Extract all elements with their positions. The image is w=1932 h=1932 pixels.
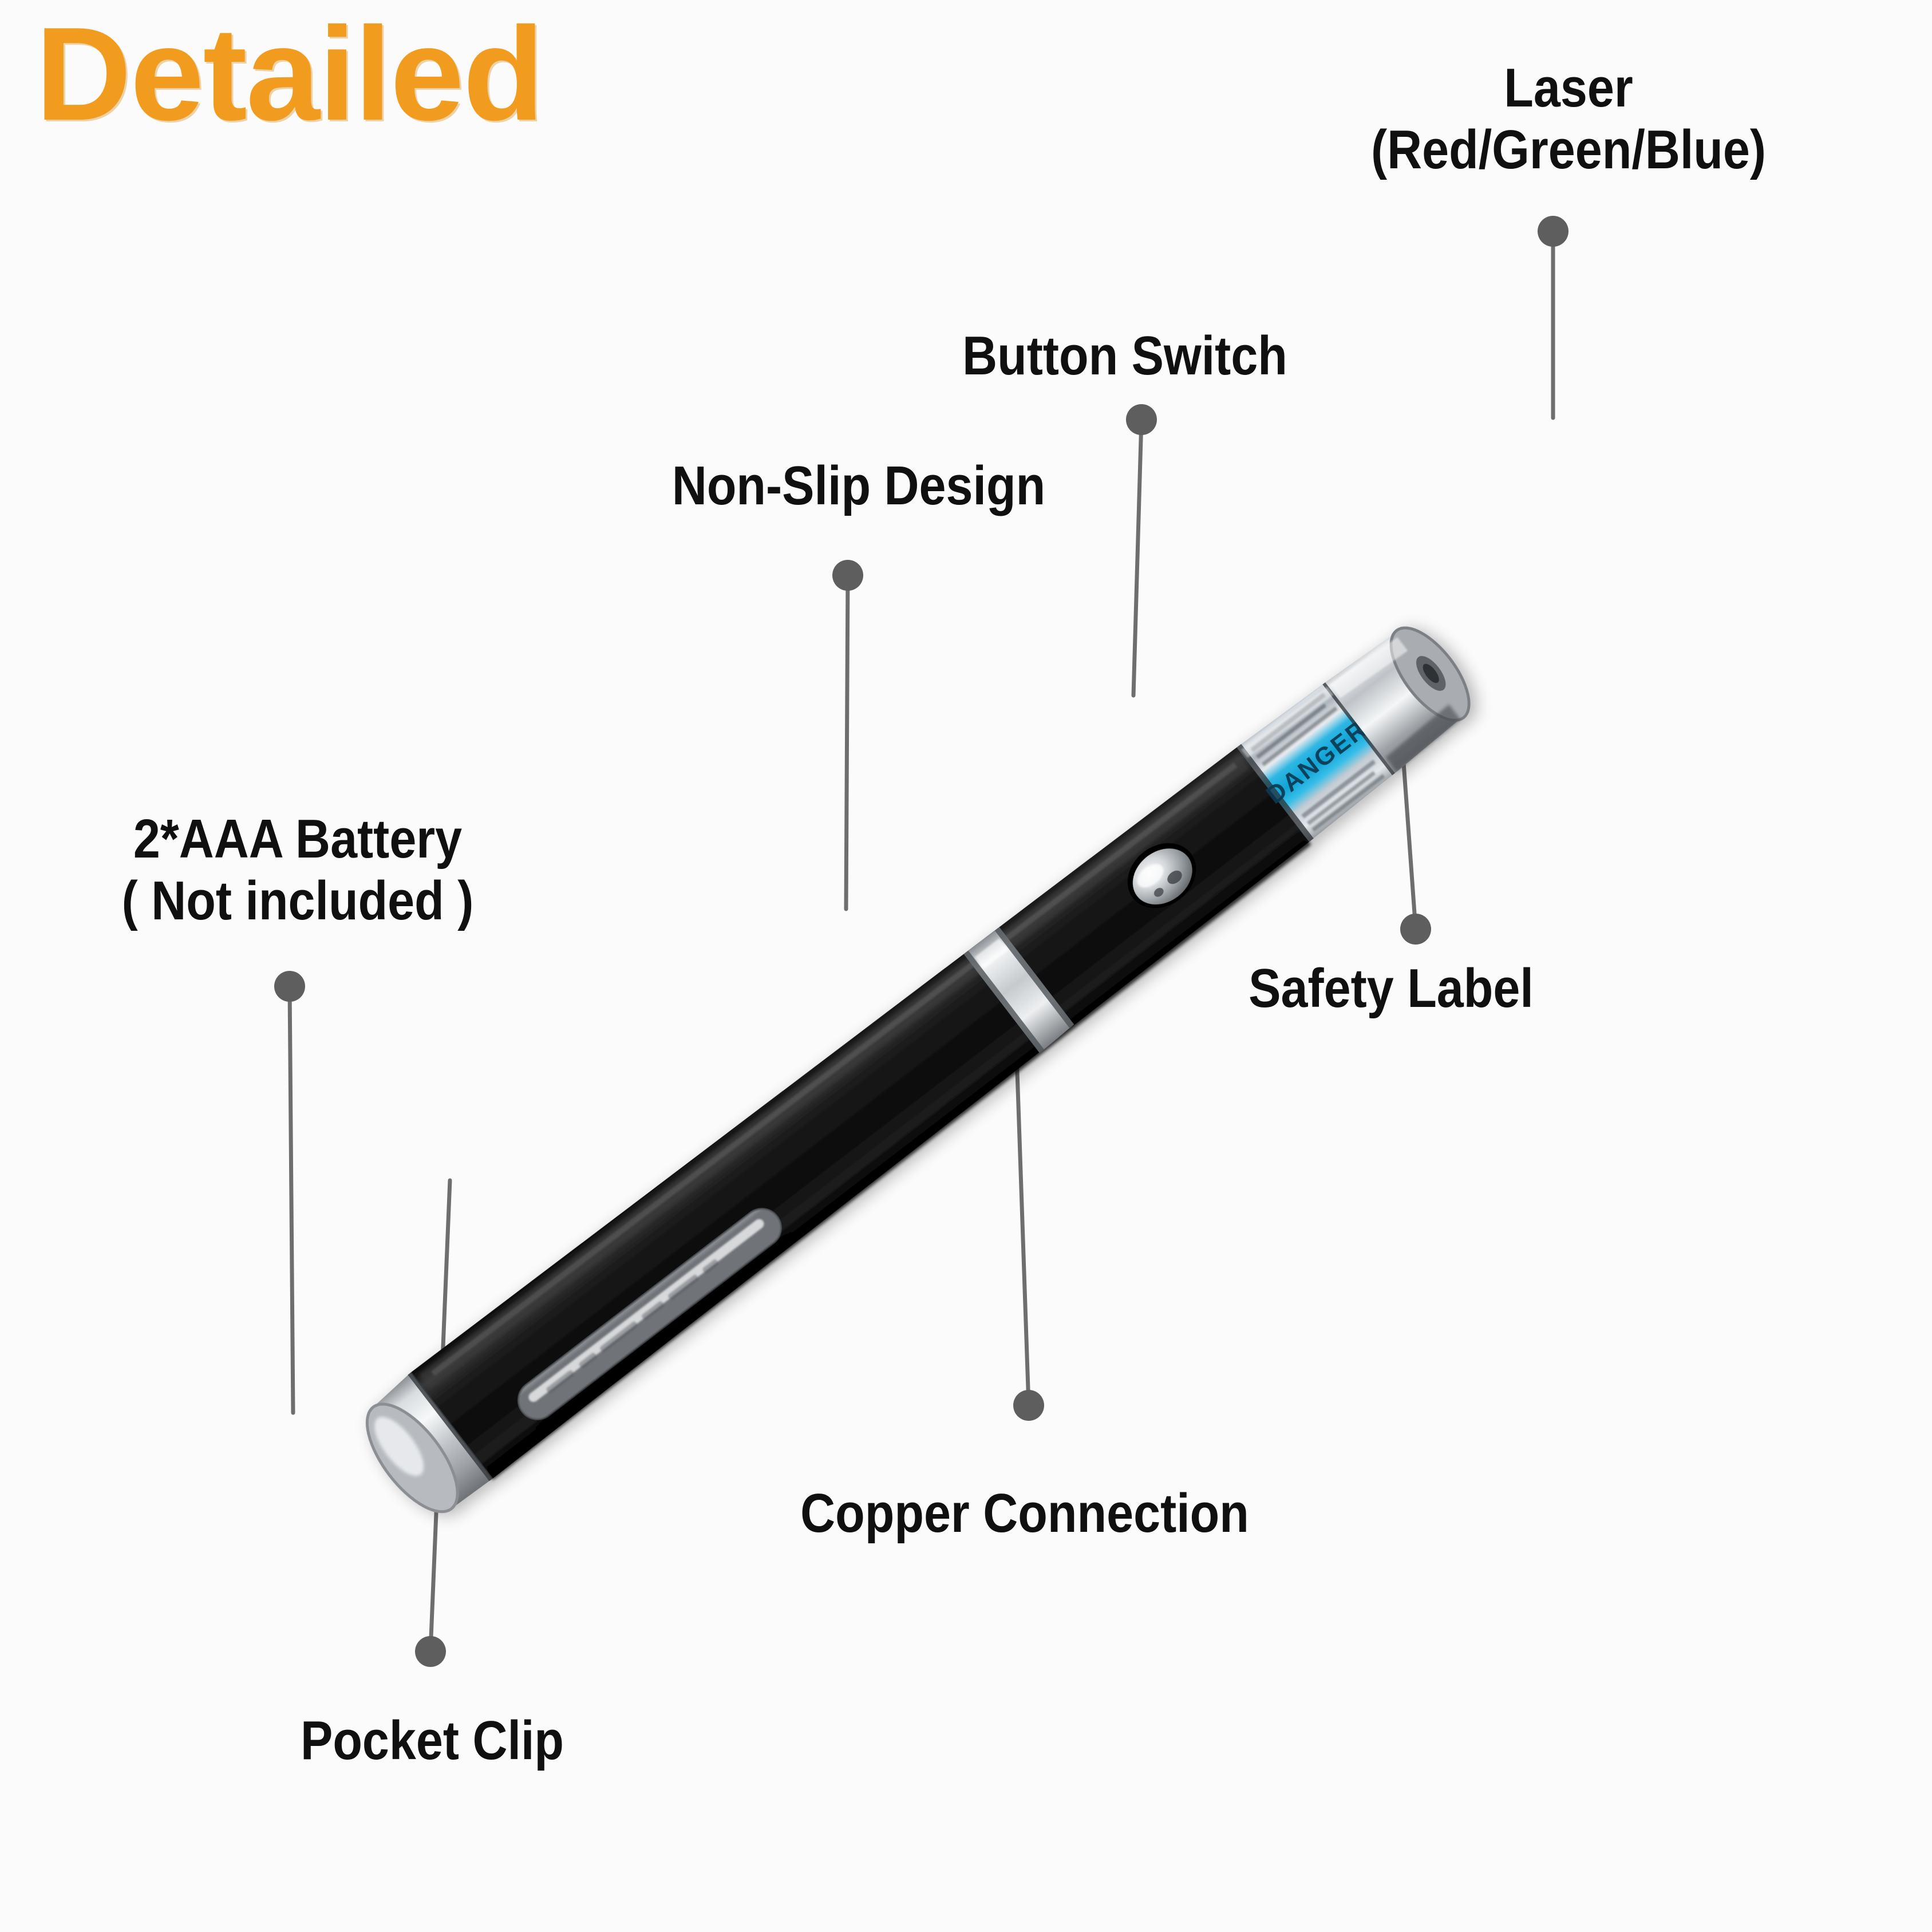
callout-label-non-slip-design: Non-Slip Design: [672, 455, 1045, 517]
pocket-clip: [517, 1208, 792, 1431]
callout-label-pocket-clip: Pocket Clip: [301, 1710, 564, 1772]
button-switch[interactable]: [1115, 829, 1209, 921]
leader-dots: [274, 216, 1568, 1667]
leader-dot-button: [1126, 404, 1157, 435]
callout-line: ( Not included ): [121, 870, 474, 931]
callout-line: Copper Connection: [800, 1483, 1249, 1544]
copper-connection-ring: [963, 927, 1074, 1053]
leader-dot-laser: [1538, 216, 1568, 247]
leader-dot-battery: [274, 971, 305, 1002]
leader-dot-safety: [1400, 914, 1431, 945]
laser-tip-cap: [1325, 626, 1471, 773]
callout-label-copper-connection: Copper Connection: [800, 1483, 1249, 1544]
leader-line-button: [1131, 417, 1144, 698]
safety-label-band: DANGER: [1236, 682, 1395, 842]
callout-line: Pocket Clip: [300, 1710, 564, 1771]
callout-line: Non-Slip Design: [671, 455, 1046, 516]
page-title: Detailed: [35, 0, 544, 148]
callout-label-safety-label: Safety Label: [1249, 958, 1534, 1020]
callout-line: 2*AAA Battery: [133, 808, 463, 870]
callout-label-button-switch: Button Switch: [962, 325, 1287, 387]
callout-label-laser: Laser (Red/Green/Blue): [1371, 57, 1766, 180]
leader-line-nonslip: [844, 573, 850, 911]
callout-line: (Red/Green/Blue): [1370, 118, 1767, 180]
callout-line: Button Switch: [962, 325, 1287, 386]
leader-line-battery: [287, 984, 295, 1415]
leader-dot-pocketclip: [415, 1636, 446, 1667]
battery-end-cap: [365, 1372, 493, 1514]
callout-line: Safety Label: [1249, 958, 1534, 1019]
callout-line: Laser: [1504, 57, 1633, 118]
leader-dot-copper: [1013, 1390, 1044, 1421]
laser-pointer-pen: DANGER: [365, 626, 1471, 1514]
leader-dot-nonslip: [832, 560, 863, 591]
callout-label-battery: 2*AAA Battery ( Not included ): [122, 808, 474, 931]
